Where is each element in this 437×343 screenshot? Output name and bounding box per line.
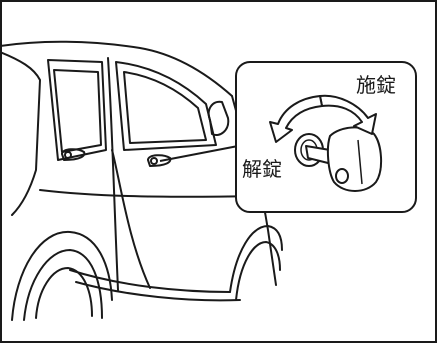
key-ring-hole [335,168,349,184]
key-head [326,126,382,192]
door-bottom-line [69,269,231,293]
front-tire [235,241,281,301]
rear-door-handle [61,148,86,161]
rear-window-inner [53,69,102,153]
front-keyhole [150,157,158,165]
lock-label: 施錠 [356,73,396,97]
rear-rim [35,267,93,319]
rear-tire [23,249,103,321]
key-head-edge [357,139,363,185]
side-mirror [207,100,230,136]
rocker-line [75,281,241,302]
front-door-handle [147,154,172,167]
rear-wheel-arch [11,230,113,321]
rotation-arrows [269,94,377,143]
front-wheel-arch [229,225,283,293]
body-character-line [39,189,263,198]
unlock-arrow-icon [269,95,323,143]
front-door-seam [111,149,151,289]
lock-arrow-icon [319,94,377,135]
car-roof [0,40,233,97]
car-rear-body [0,51,41,216]
rear-keyhole [64,151,72,159]
rear-window [47,59,107,161]
rear-door-seam [107,57,119,291]
callout-leader-line [159,145,239,162]
unlock-label: 解錠 [242,157,282,181]
front-window-inner [123,71,207,144]
